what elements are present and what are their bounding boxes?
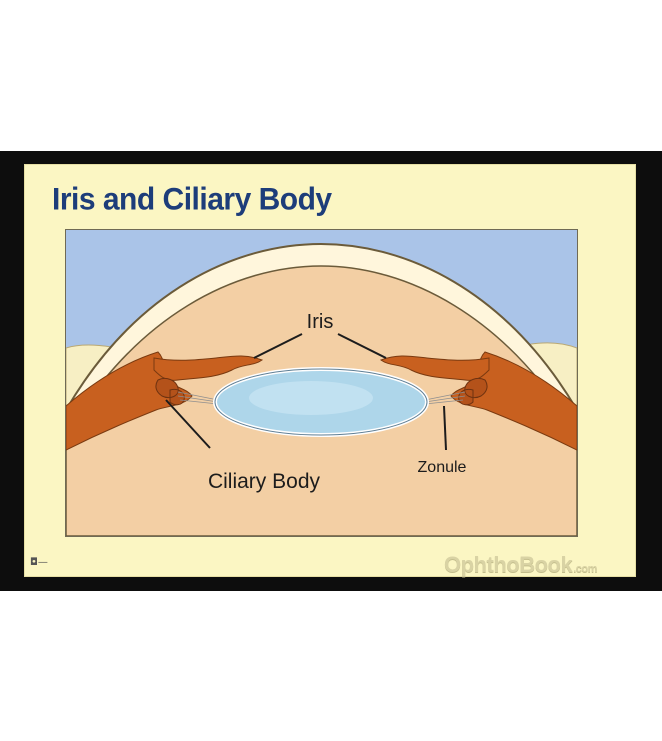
watermark: OphthoBook.com xyxy=(444,552,597,578)
zonule-fibers xyxy=(177,391,466,405)
eye-anatomy-diagram: Iris Ciliary Body Zonule xyxy=(65,229,578,537)
slide-title: Iris and Ciliary Body xyxy=(52,182,332,217)
ciliary-body-right xyxy=(450,351,577,451)
slide-corner-icon: ◘— xyxy=(30,557,48,568)
watermark-suffix: .com xyxy=(573,563,597,575)
watermark-text: OphthoBook xyxy=(444,552,573,577)
label-iris: Iris xyxy=(307,311,334,333)
label-zonule: Zonule xyxy=(418,459,467,476)
pointer-lines xyxy=(165,333,447,451)
ciliary-body-left xyxy=(66,351,193,451)
ciliary-processes-right xyxy=(458,377,488,406)
ciliary-processes-left xyxy=(155,377,185,406)
slide: Iris and Ciliary Body xyxy=(24,164,636,577)
label-ciliary-body: Ciliary Body xyxy=(208,470,321,493)
